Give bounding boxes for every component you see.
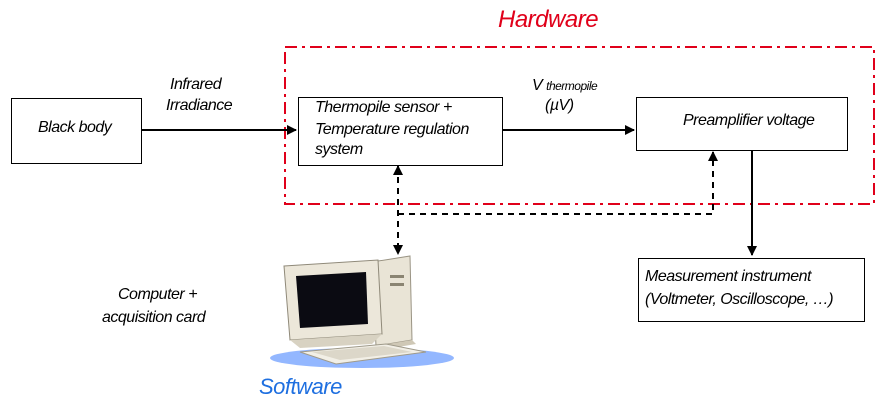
thermopile-sensor-box: Thermopile sensor + Temperature regulati… bbox=[298, 97, 503, 166]
black-body-label: Black body bbox=[38, 119, 112, 136]
sensor-label-line3: system bbox=[315, 141, 363, 158]
hardware-label: Hardware bbox=[498, 6, 599, 33]
infrared-label-line2: Irradiance bbox=[166, 97, 233, 114]
infrared-label-line1: Infrared bbox=[170, 76, 222, 93]
vthermopile-subscript: thermopile bbox=[546, 79, 598, 93]
sensor-label-line1: Thermopile sensor + bbox=[315, 99, 452, 116]
hardware-boundary bbox=[284, 46, 875, 205]
preamplifier-box: Preamplifier voltage bbox=[636, 97, 848, 151]
vthermopile-unit: (µV) bbox=[545, 97, 574, 114]
computer-icon bbox=[270, 255, 454, 368]
vthermopile-v: V bbox=[532, 77, 543, 94]
software-label: Software bbox=[259, 374, 342, 399]
preamplifier-label: Preamplifier voltage bbox=[683, 112, 815, 129]
sensor-label-line2: Temperature regulation bbox=[315, 121, 469, 138]
dashed-arrow-computer-preamp bbox=[398, 151, 718, 215]
measurement-label-line1: Measurement instrument bbox=[645, 268, 811, 285]
computer-label-line1: Computer + bbox=[118, 286, 198, 303]
vthermopile-label: V thermopile bbox=[532, 77, 598, 95]
measurement-label-line2: (Voltmeter, Oscilloscope, …) bbox=[645, 291, 834, 308]
black-body-box: Black body bbox=[11, 98, 142, 164]
measurement-instrument-box: Measurement instrument (Voltmeter, Oscil… bbox=[638, 258, 865, 322]
computer-label-line2: acquisition card bbox=[102, 309, 206, 326]
